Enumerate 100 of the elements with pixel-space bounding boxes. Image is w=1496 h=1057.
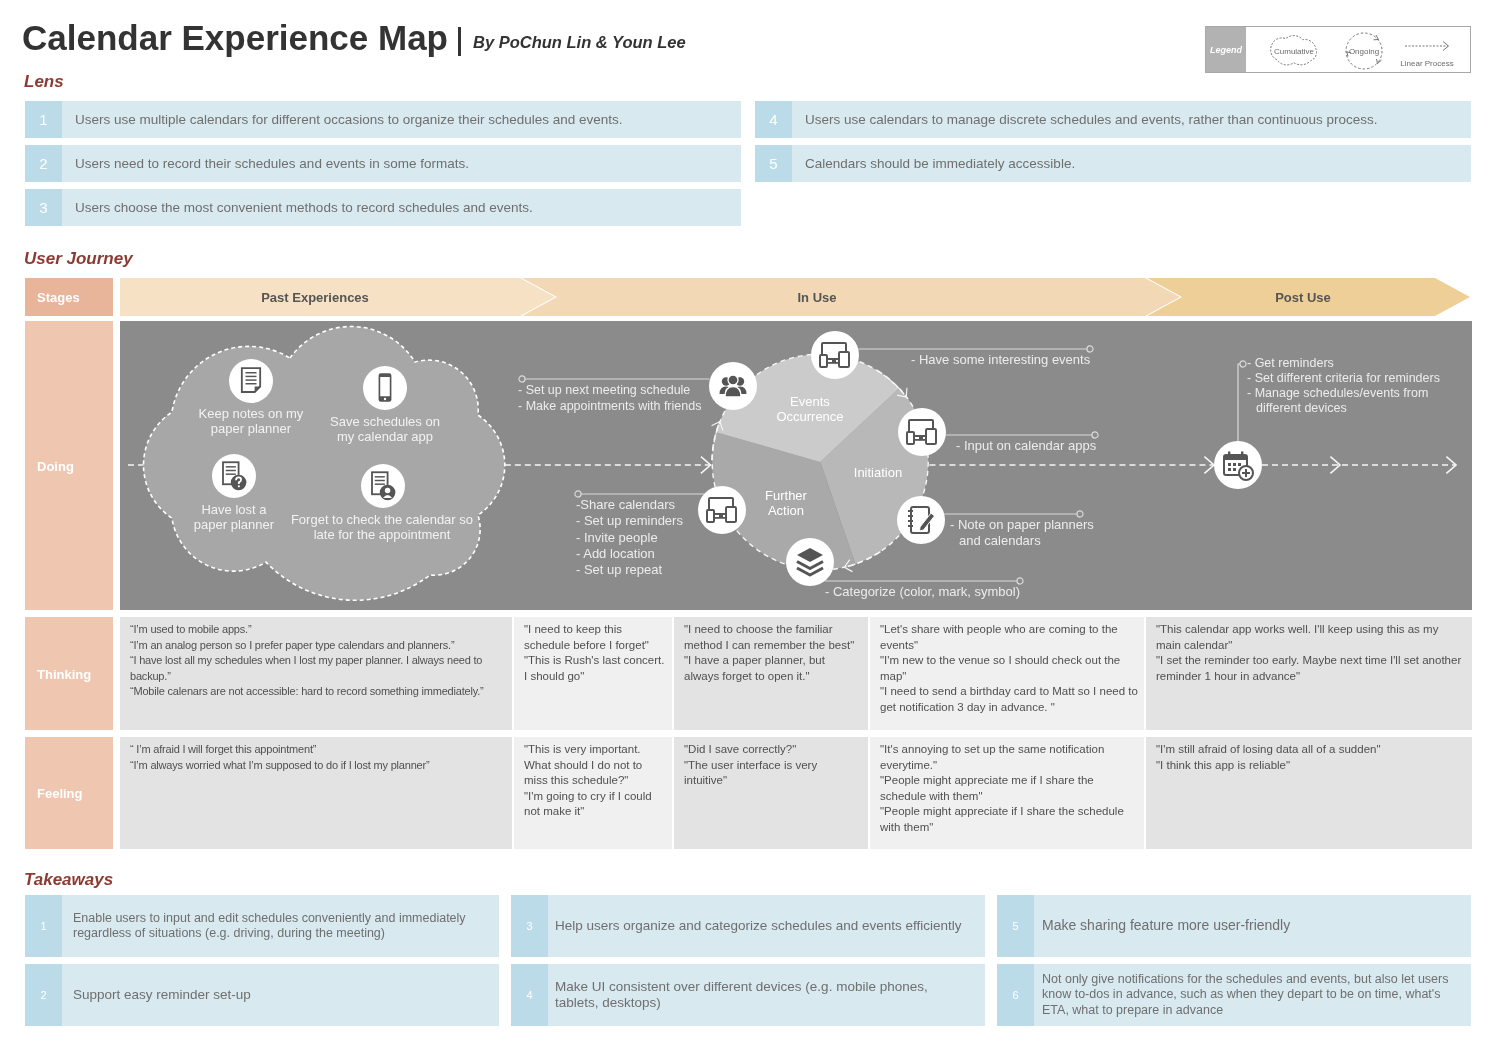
number-tab: 3 <box>511 895 548 957</box>
section-heading: User Journey <box>24 249 133 269</box>
lens-text: Users use calendars to manage discrete schedules and events, rather than continuous process. <box>805 111 1378 128</box>
takeaway-item <box>511 895 985 957</box>
takeaway-text: Make sharing feature more user-friendly <box>1042 917 1291 935</box>
annotation-text: - Get reminders - Set different criteria for reminders - Manage schedules/events from different devices <box>1247 356 1444 416</box>
quote-text: "I'm still afraid of losing data all of a sudden" <box>1156 742 1382 757</box>
cloud-shape <box>142 324 507 602</box>
quote-text: "I set the reminder too early. Maybe next time I'll set another reminder 1 hour in advance" <box>1156 653 1463 684</box>
row-header <box>25 321 113 610</box>
flow-arrow <box>1261 456 1457 474</box>
stage-label: In Use <box>797 289 837 305</box>
row-label: Stages <box>37 289 80 305</box>
number-tab: 5 <box>755 145 792 182</box>
flow-arrow <box>504 455 712 475</box>
lens-item <box>25 145 741 182</box>
quote-text: "I need to keep this schedule before I forget" <box>524 622 650 653</box>
quote-text: “I have lost all my schedules when I lost my paper planner. I always need to backup.” <box>130 653 484 684</box>
stage-label: Post Use <box>1275 289 1331 305</box>
lens-item <box>25 189 741 226</box>
number-tab: 2 <box>25 964 62 1026</box>
journey-cell <box>1146 617 1472 730</box>
cycle-arrow <box>843 550 882 572</box>
annotation-text: - Have some interesting events <box>911 352 1091 369</box>
takeaway-item <box>997 964 1471 1026</box>
devices-icon <box>698 486 746 534</box>
step-text: Save schedules on my calendar app <box>329 414 441 445</box>
leader-line <box>824 577 1024 585</box>
section-heading: Takeaways <box>24 870 114 890</box>
quote-text: "I'm going to cry if I could not make it" <box>524 788 653 820</box>
pie-sector <box>710 431 857 572</box>
step-text: Keep notes on my paper planner <box>197 406 305 437</box>
sector-label: Further Action <box>764 488 808 518</box>
quote-text: “I’m used to mobile apps.” <box>130 622 253 637</box>
legend-label: Ongoing <box>1348 46 1380 56</box>
annotation-text: - Input on calendar apps <box>956 438 1097 455</box>
leader-line <box>857 345 1094 353</box>
leader-line <box>945 431 1099 439</box>
row-header <box>25 617 113 730</box>
number-tab: 4 <box>511 964 548 1026</box>
quote-text: "Let's share with people who are coming to the events" <box>880 622 1119 653</box>
takeaway-item <box>25 964 499 1026</box>
lens-text: Users use multiple calendars for different occasions to organize their schedules and events. <box>75 111 623 128</box>
quote-text: “ I’m afraid I will forget this appointment” <box>130 742 318 757</box>
leader-line <box>943 510 1084 518</box>
journey-cell <box>674 737 868 849</box>
title: Calendar Experience Map <box>22 17 448 59</box>
annotation-text: - Set up next meeting schedule - Make appointments with friends <box>518 382 702 415</box>
quote-text: "People might appreciate me if I share the schedule with them" <box>880 773 1095 804</box>
number-tab: 1 <box>25 101 62 138</box>
quote-text: "It's annoying to set up the same notification everytime." <box>880 742 1106 773</box>
cycle-arrow <box>711 420 724 461</box>
row-header <box>25 278 113 316</box>
lens-text: Users choose the most convenient methods to record schedules and events. <box>75 199 533 216</box>
takeaway-text: Make UI consistent over different devices (e.g. mobile phones, tablets, desktops) <box>555 978 929 1012</box>
row-label: Doing <box>37 458 74 473</box>
journey-cell <box>1146 737 1472 849</box>
takeaway-item <box>25 895 499 957</box>
number-tab: 3 <box>25 189 62 226</box>
lens-text: Users need to record their schedules and events in some formats. <box>75 155 469 172</box>
number-tab: 5 <box>997 895 1034 957</box>
number-tab: 1 <box>25 895 62 957</box>
quote-text: “Mobile calenars are not accessible: hard to record something immediately.” <box>130 684 485 700</box>
lens-item <box>755 101 1471 138</box>
notebook-pen-icon <box>896 496 945 544</box>
quote-text: “I’m an analog person so I prefer paper type calendars and planners.” <box>130 637 456 653</box>
legend-heading: Legend <box>1206 27 1246 72</box>
devices-icon <box>811 331 859 379</box>
quote-text: "This is Rush's last concert. I should go" <box>524 653 666 684</box>
step-text: Forget to check the calendar so late for the appointment <box>289 512 475 543</box>
byline: By PoChun Lin & Youn Lee <box>473 33 686 52</box>
section-heading: Lens <box>24 72 64 92</box>
row-label: Feeling <box>37 785 83 801</box>
journey-cell <box>674 617 868 730</box>
number-tab: 2 <box>25 145 62 182</box>
quote-text: "People might appreciate if I share the schedule with them" <box>880 804 1125 835</box>
quote-text: "I think this app is reliable" <box>1156 757 1292 773</box>
flow-arrow <box>928 455 1215 475</box>
quote-text: "I need to choose the familiar method I can remember the best" <box>684 622 856 653</box>
number-tab: 6 <box>997 964 1034 1026</box>
annotation-text: - Note on paper planners and calendars <box>950 517 1115 550</box>
takeaway-text: Not only give notifications for the schedules and events, but also let users know to-dos in advance, such as when they depart to be on time, what's ETA, what to prepare in advance <box>1042 972 1450 1018</box>
quote-text: "This is very important. What should I do not to miss this schedule?" <box>524 742 644 789</box>
quote-text: "Did I save correctly?" <box>684 742 798 757</box>
sector-label: Initiation <box>853 464 903 480</box>
takeaway-item <box>511 964 985 1026</box>
step-text: Have lost a paper planner <box>192 502 276 533</box>
legend-label: Cumulative <box>1274 46 1314 56</box>
journey-cell <box>120 617 512 730</box>
leader-line <box>574 490 705 498</box>
quote-text: "The user interface is very intuitive" <box>684 757 819 789</box>
row-header <box>25 737 113 849</box>
stage-banner <box>120 278 555 316</box>
lens-item <box>25 101 741 138</box>
lens-text: Calendars should be immediately accessible. <box>805 155 1076 172</box>
stage-label: Past Experiences <box>261 289 369 305</box>
quote-text: “I’m always worried what I’m supposed to do if I lost my planner” <box>130 757 431 773</box>
row-label: Thinking <box>37 666 92 681</box>
quote-text: "I have a paper planner, but always forget to open it." <box>684 653 826 684</box>
lens-item <box>755 145 1471 182</box>
